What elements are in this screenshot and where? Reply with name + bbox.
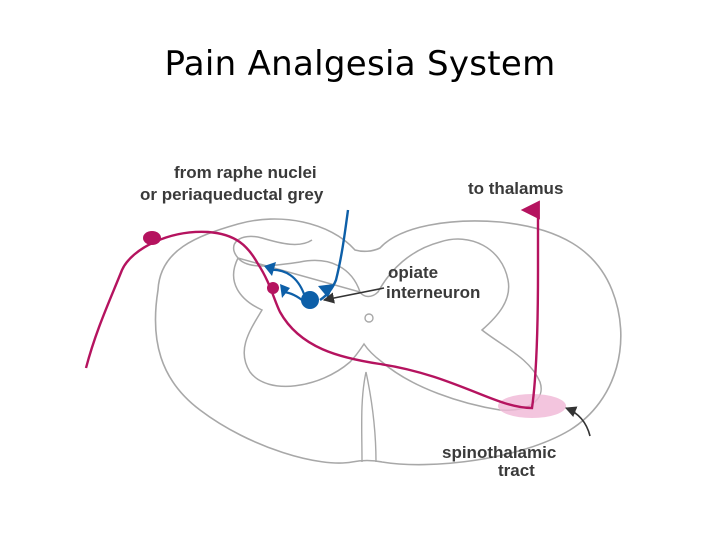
label-thalamus: to thalamus xyxy=(468,179,563,198)
sensory-synapse xyxy=(267,282,279,294)
label-raphe-line1: from raphe nuclei xyxy=(174,163,317,182)
sensory-neuron-cell-body xyxy=(143,231,161,245)
slide-title: Pain Analgesia System xyxy=(164,44,556,84)
label-opiate-line1: opiate xyxy=(388,263,438,282)
sensory-neuron-fiber xyxy=(84,200,540,410)
opiate-terminal-lower xyxy=(280,284,290,298)
anterior-median-fissure xyxy=(360,371,377,463)
opiate-label-arrow xyxy=(322,287,385,304)
spinal-cord-outline xyxy=(154,218,622,466)
label-tract-line2: tract xyxy=(498,461,535,480)
tract-label-arrow xyxy=(564,406,591,437)
label-tract-line1: spinothalamic xyxy=(442,443,556,462)
label-raphe-line2: or periaqueductal grey xyxy=(140,185,324,204)
opiate-interneuron-cell-body xyxy=(301,291,319,309)
grey-matter-outline xyxy=(232,235,542,411)
raphe-terminal xyxy=(318,284,334,298)
opiate-terminal-upper xyxy=(264,262,276,276)
label-opiate-line2: interneuron xyxy=(386,283,480,302)
central-canal xyxy=(364,313,374,323)
